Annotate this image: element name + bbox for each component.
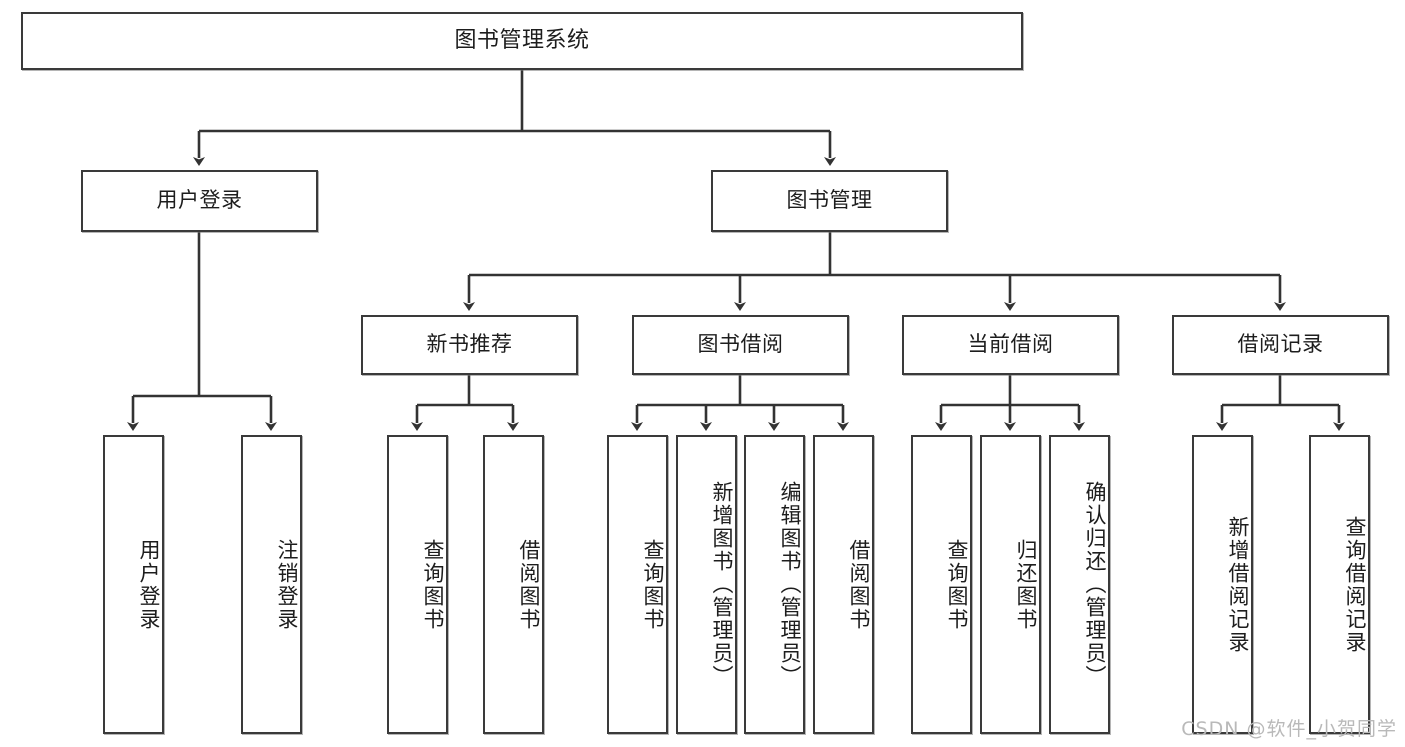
leaf-add-book-admin[interactable]: 新增图书（管理员） <box>676 435 737 734</box>
node-root-book-management-system[interactable]: 图书管理系统 <box>21 12 1023 70</box>
leaf-borrow-book[interactable]: 借阅图书 <box>813 435 874 734</box>
node-label: 查询图书 <box>641 538 665 631</box>
node-new-book-recommend[interactable]: 新书推荐 <box>361 315 578 375</box>
node-label: 查询图书 <box>421 538 445 631</box>
csdn-watermark: CSDN @软件_小贺同学 <box>1181 718 1397 740</box>
node-label: 借阅图书 <box>517 538 541 631</box>
leaf-borrow-book-recommend[interactable]: 借阅图书 <box>483 435 544 734</box>
node-label: 归还图书 <box>1014 538 1038 631</box>
node-label: 新增借阅记录 <box>1226 515 1250 654</box>
node-label: 用户登录 <box>156 188 243 213</box>
leaf-return-book[interactable]: 归还图书 <box>980 435 1041 734</box>
node-user-login[interactable]: 用户登录 <box>81 170 318 232</box>
node-label: 查询图书 <box>945 538 969 631</box>
leaf-query-book-borrow[interactable]: 查询图书 <box>607 435 668 734</box>
node-label: 图书借阅 <box>697 332 784 357</box>
node-label: 图书管理系统 <box>454 27 590 53</box>
leaf-query-borrow-record[interactable]: 查询借阅记录 <box>1309 435 1370 734</box>
leaf-edit-book-admin[interactable]: 编辑图书（管理员） <box>744 435 805 734</box>
node-label: 当前借阅 <box>967 332 1054 357</box>
node-label: 编辑图书（管理员） <box>778 481 802 688</box>
node-label: 新增图书（管理员） <box>710 481 734 688</box>
leaf-add-borrow-record[interactable]: 新增借阅记录 <box>1192 435 1253 734</box>
leaf-confirm-return-admin[interactable]: 确认归还（管理员） <box>1049 435 1110 734</box>
node-label: 借阅图书 <box>847 538 871 631</box>
leaf-query-book-recommend[interactable]: 查询图书 <box>387 435 448 734</box>
node-label: 确认归还（管理员） <box>1083 481 1107 688</box>
node-label: 新书推荐 <box>426 332 513 357</box>
node-current-borrow[interactable]: 当前借阅 <box>902 315 1119 375</box>
node-label: 图书管理 <box>786 188 873 213</box>
leaf-user-login[interactable]: 用户登录 <box>103 435 164 734</box>
leaf-query-book-current[interactable]: 查询图书 <box>911 435 972 734</box>
node-book-management[interactable]: 图书管理 <box>711 170 948 232</box>
node-label: 借阅记录 <box>1237 332 1324 357</box>
leaf-logout-login[interactable]: 注销登录 <box>241 435 302 734</box>
node-label: 用户登录 <box>137 538 161 631</box>
node-label: 注销登录 <box>275 538 299 631</box>
node-book-borrow[interactable]: 图书借阅 <box>632 315 849 375</box>
node-label: 查询借阅记录 <box>1343 515 1367 654</box>
node-borrow-record[interactable]: 借阅记录 <box>1172 315 1389 375</box>
